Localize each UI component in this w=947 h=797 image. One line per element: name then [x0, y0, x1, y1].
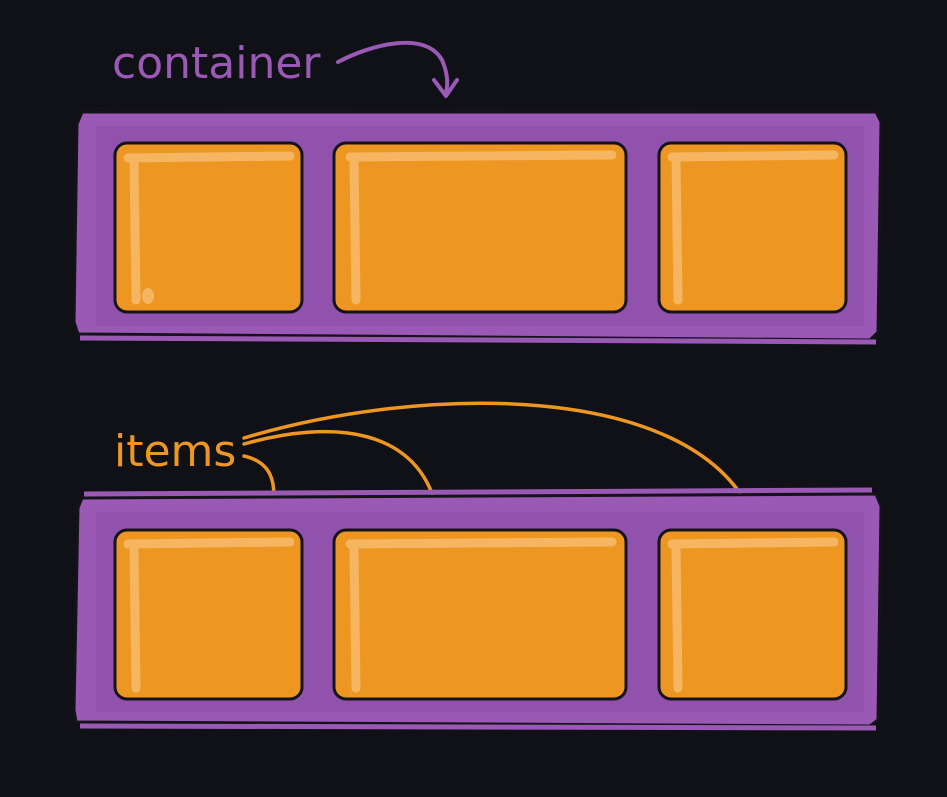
- item-bottom-3: [657, 528, 848, 701]
- item-bottom-1: [113, 528, 304, 701]
- item-top-3: [657, 141, 848, 314]
- item-top-1: [113, 141, 304, 314]
- container-arrow: [336, 40, 459, 98]
- item-bottom-2: [332, 528, 628, 701]
- item-top-2: [332, 141, 628, 314]
- items-label: items: [114, 426, 236, 477]
- container-label: container: [112, 38, 321, 89]
